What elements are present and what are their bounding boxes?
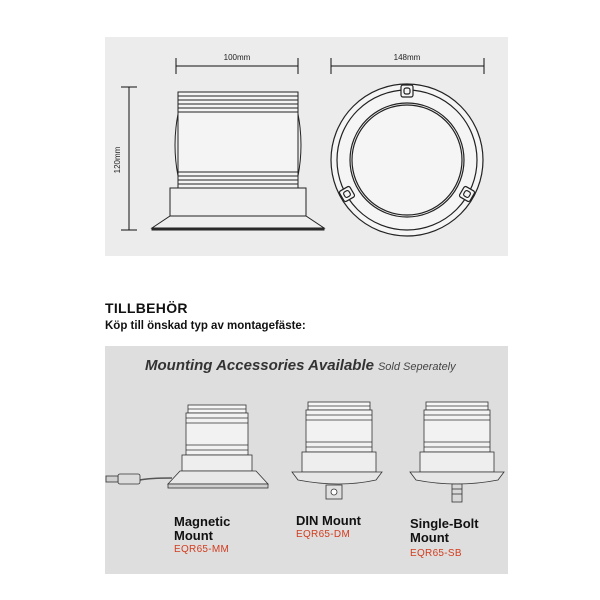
height-label: 120mm xyxy=(113,146,122,173)
beacon-front-view xyxy=(150,91,326,231)
din-mount-label: DIN Mount xyxy=(296,514,376,528)
section-subtitle: Köp till önskad typ av montagefäste: xyxy=(105,320,306,332)
width-front-label: 100mm xyxy=(224,53,251,62)
width-top-label: 148mm xyxy=(394,53,421,62)
single-bolt-mount-label: Single-Bolt Mount xyxy=(410,517,490,545)
din-mount-illustration xyxy=(291,401,383,500)
magnetic-mount-line2: Mount xyxy=(174,528,213,543)
single-bolt-mount-code: EQR65-SB xyxy=(410,548,462,559)
single-bolt-mount-line2: Mount xyxy=(410,530,449,545)
sold-separately-note: Sold Seperately xyxy=(377,361,456,373)
magnetic-mount-code: EQR65-MM xyxy=(174,544,230,555)
beacon-top-view xyxy=(330,83,484,237)
single-bolt-mount-illustration xyxy=(409,401,505,503)
single-bolt-mount-line1: Single-Bolt xyxy=(410,516,479,531)
magnetic-mount-label: Magnetic Mount xyxy=(174,515,254,543)
din-mount-line1: DIN Mount xyxy=(296,513,361,528)
accessories-title-text: Mounting Accessories Available xyxy=(145,357,374,374)
section-title: TILLBEHÖR xyxy=(105,300,188,316)
din-mount-code: EQR65-DM xyxy=(296,529,351,540)
width-dimension-top: 148mm xyxy=(330,53,485,74)
magnetic-mount-illustration xyxy=(105,404,269,489)
width-dimension-front: 100mm xyxy=(175,53,299,74)
height-dimension: 120mm xyxy=(113,86,137,231)
magnetic-mount-line1: Magnetic xyxy=(174,514,231,529)
